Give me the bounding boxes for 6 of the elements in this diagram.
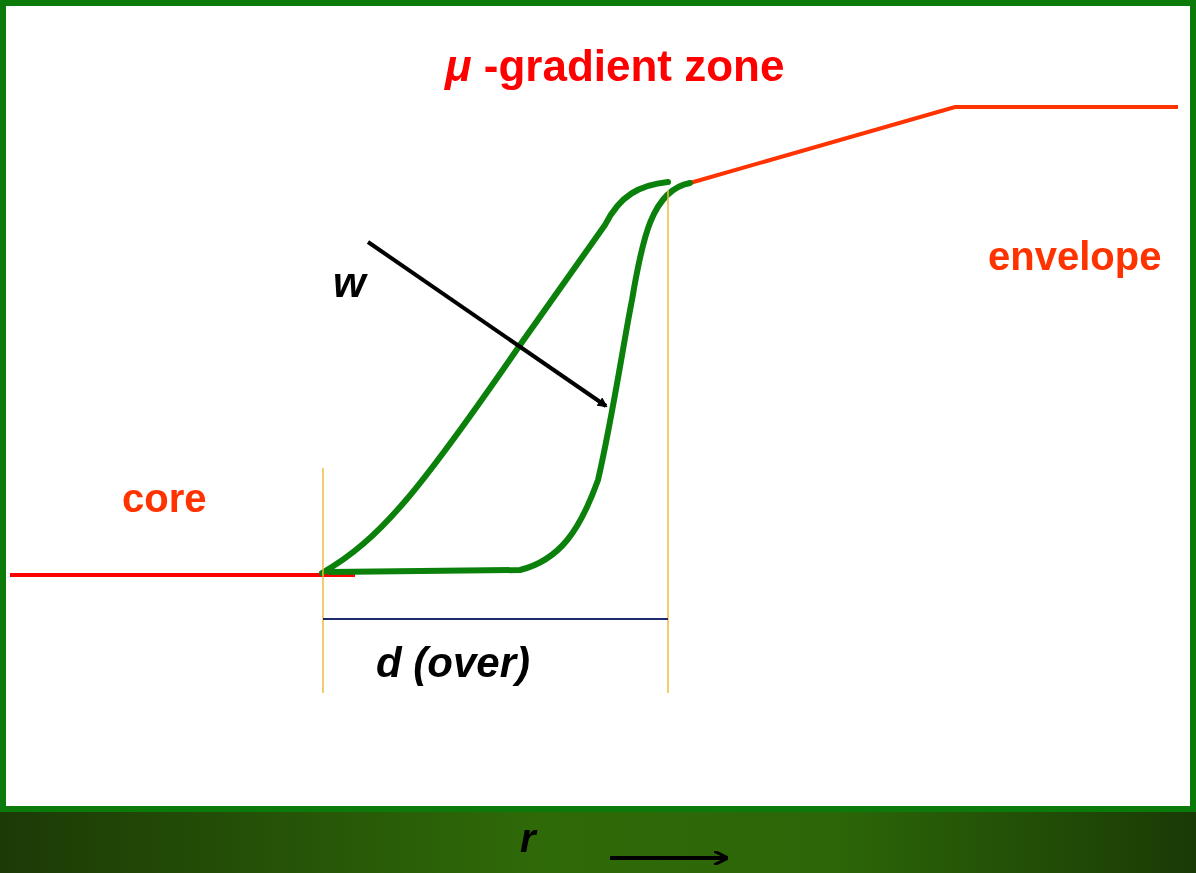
axis-label: r [520,818,536,858]
region-label: core [122,478,207,518]
variable-label: w [333,262,366,304]
dimension-label: d (over) [376,642,530,684]
region-label: envelope [988,236,1162,276]
title: μ -gradient zone [445,44,785,88]
